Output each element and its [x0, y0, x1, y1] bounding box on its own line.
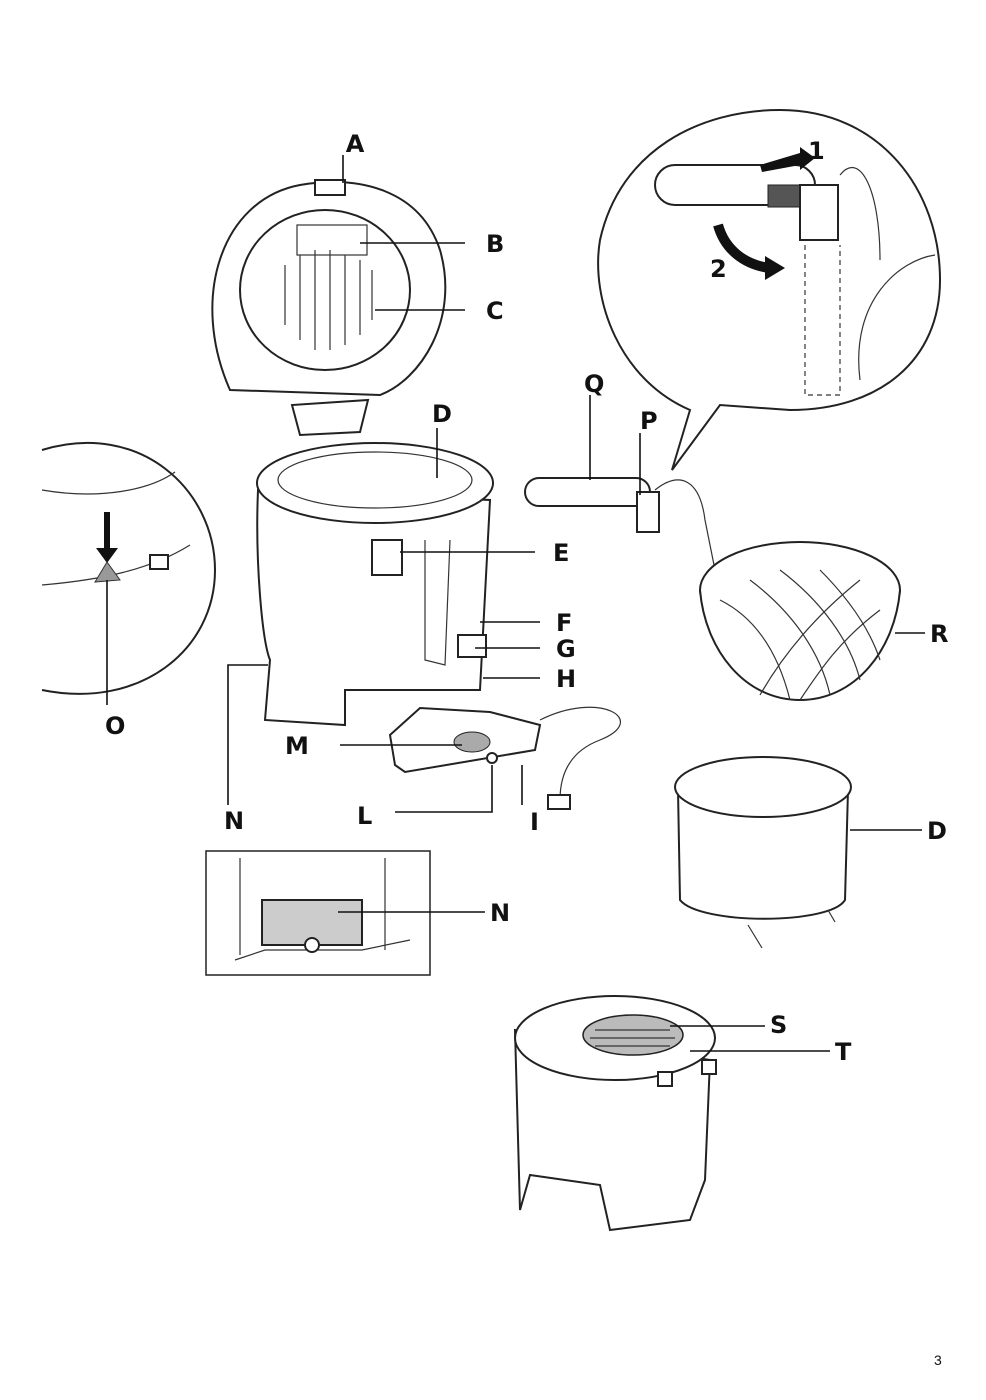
detail-circle-handle [597, 108, 942, 471]
label-n-inset: N [490, 899, 510, 927]
label-b: B [486, 230, 504, 258]
label-o: O [105, 712, 125, 740]
detail-circle-o [41, 441, 217, 695]
label-a: A [346, 130, 365, 158]
label-d: D [432, 400, 452, 428]
step-2-label: 2 [710, 255, 727, 283]
label-t: T [835, 1038, 852, 1066]
lid-illustration [211, 179, 447, 437]
label-f: F [556, 609, 572, 637]
fryer-body-illustration [256, 442, 494, 727]
leader-lines [106, 155, 925, 1052]
label-e: E [553, 539, 569, 567]
label-q: Q [584, 370, 604, 398]
inset-n [205, 850, 431, 976]
basket-illustration [524, 477, 901, 702]
label-s: S [770, 1011, 787, 1039]
label-r: R [930, 620, 948, 648]
label-m: M [285, 732, 309, 760]
label-n: N [224, 807, 244, 835]
removable-bowl-illustration [674, 756, 852, 949]
page-number: 3 [934, 1352, 942, 1368]
label-l: L [357, 802, 372, 830]
label-i: I [530, 808, 539, 836]
label-g: G [556, 635, 576, 663]
control-unit-illustration [388, 706, 622, 810]
label-p: P [640, 407, 658, 435]
label-h: H [556, 665, 576, 693]
step-1-label: 1 [808, 137, 825, 165]
label-c: C [486, 297, 504, 325]
closed-fryer-illustration [513, 995, 717, 1232]
label-d-bowl: D [927, 817, 947, 845]
